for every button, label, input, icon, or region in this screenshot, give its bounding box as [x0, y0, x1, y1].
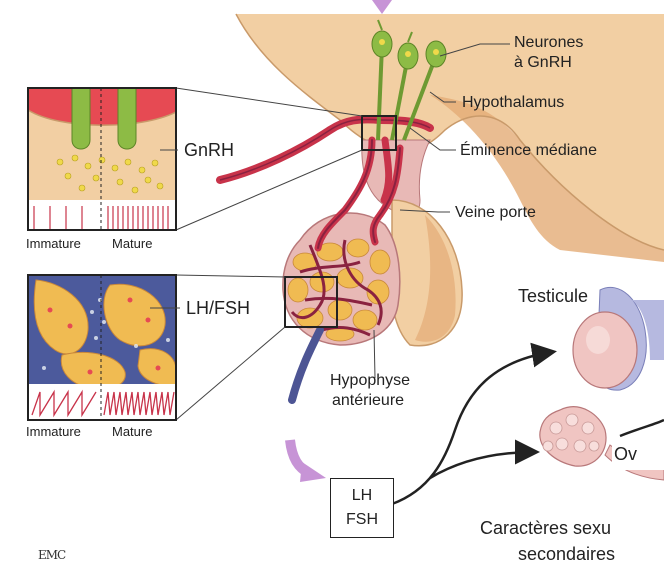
- lh-fsh-hormone-box: LH FSH: [330, 478, 394, 538]
- label-gnrh: GnRH: [184, 140, 234, 161]
- hormone-box-line1: LH: [331, 484, 393, 508]
- inset-lhfsh: [28, 275, 176, 420]
- hypothalamus-tissue: [236, 14, 664, 250]
- inset-bottom-mature-caption: Mature: [112, 424, 152, 439]
- inset-top-immature-caption: Immature: [26, 236, 81, 251]
- label-testicule: Testicule: [518, 286, 588, 307]
- label-hypophyse-line1: Hypophyse: [330, 372, 410, 390]
- emc-logo: EMC: [38, 548, 65, 562]
- label-hypothalamus: Hypothalamus: [462, 94, 564, 112]
- inset-gnrh: [28, 88, 176, 230]
- secretion-arrow-head: [300, 462, 326, 482]
- arrow-to-testis: [392, 352, 552, 504]
- label-neurones-line2: à GnRH: [514, 54, 572, 72]
- label-hypophyse-line2: antérieure: [332, 392, 404, 410]
- label-caracteres-line2: secondaires: [518, 544, 615, 565]
- label-lh-fsh: LH/FSH: [186, 298, 250, 319]
- label-ovaire: Ov: [614, 444, 637, 465]
- hormone-box-line2: FSH: [331, 508, 393, 532]
- label-eminence-mediane: Éminence médiane: [460, 142, 597, 160]
- arrow-to-caracteres: [620, 420, 664, 436]
- label-neurones-line1: Neurones: [514, 34, 583, 52]
- inset-bottom-immature-caption: Immature: [26, 424, 81, 439]
- inset-top-mature-caption: Mature: [112, 236, 152, 251]
- label-veine-porte: Veine porte: [455, 204, 536, 222]
- hypophyseal-vein: [292, 330, 320, 400]
- label-caracteres-line1: Caractères sexu: [480, 518, 611, 539]
- top-arrow-tip: [372, 0, 392, 14]
